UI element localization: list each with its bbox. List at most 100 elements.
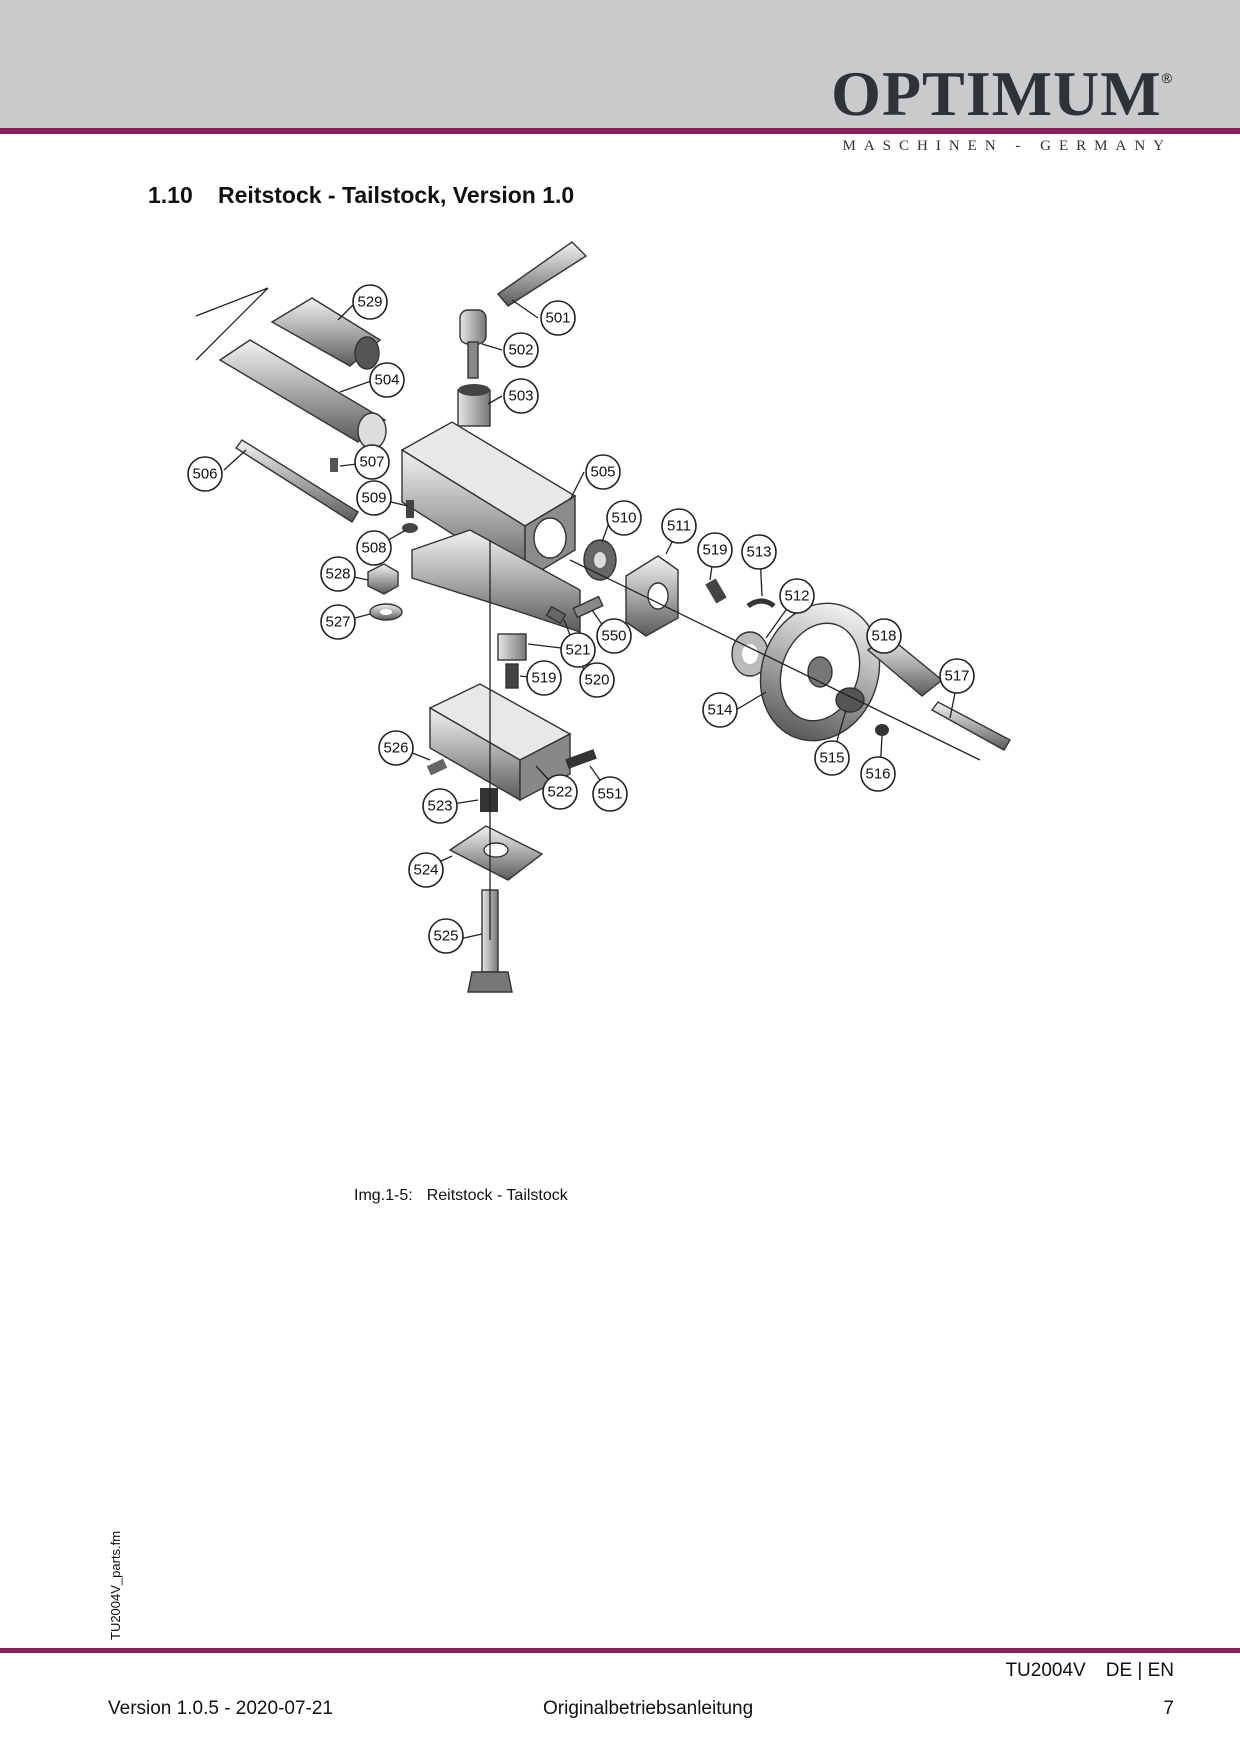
svg-text:510: 510 [611,510,636,527]
part-screw-509 [406,500,414,518]
svg-text:515: 515 [819,750,844,767]
callout-508: 508 [356,530,392,566]
section-title: Reitstock - Tailstock, Version 1.0 [218,182,575,208]
callout-525: 525 [428,918,464,954]
part-block-521 [497,633,527,661]
part-lever-501 [496,241,588,307]
callout-505: 505 [585,454,621,490]
svg-text:503: 503 [508,388,533,405]
callout-519: 519 [697,532,733,568]
part-pin-526 [426,758,448,776]
svg-text:511: 511 [667,518,691,535]
svg-text:518: 518 [871,628,896,645]
part-bolt-502 [459,309,487,379]
part-screw-519b [505,663,519,689]
part-flange-511 [625,555,679,637]
model-name: TU2004V [1005,1660,1086,1681]
svg-text:516: 516 [865,766,890,783]
callout-507: 507 [354,444,390,480]
brand-name: OPTIMUM [831,58,1162,129]
svg-text:527: 527 [325,614,350,631]
exploded-parts-drawing: 529 501 502 504 503 506 507 505 509 510 … [187,241,1011,993]
callout-522: 522 [542,774,578,810]
figure-caption: Img.1-5:Reitstock - Tailstock [354,1187,568,1205]
svg-text:522: 522 [547,784,572,801]
callout-515: 515 [814,740,850,776]
part-clip-513 [746,598,776,609]
side-filename: TU2004V_parts.fm [108,1530,123,1640]
part-clamp-524 [448,825,544,881]
figure-caption-text: Reitstock - Tailstock [426,1187,568,1204]
footer-rule [0,1648,1240,1653]
callout-512: 512 [779,578,815,614]
callout-521: 521 [560,632,596,668]
svg-text:521: 521 [565,642,590,659]
part-centre-529 [270,297,382,370]
callout-527: 527 [320,604,356,640]
svg-text:502: 502 [508,342,533,359]
brand-tagline: MASCHINEN - GERMANY [842,138,1172,154]
callout-502: 502 [503,332,539,368]
part-nut-516 [875,724,889,736]
callout-501: 501 [540,300,576,336]
part-quill-504 [218,339,387,450]
svg-text:506: 506 [192,466,217,483]
svg-text:529: 529 [357,294,382,311]
callout-551: 551 [592,776,628,812]
svg-text:520: 520 [584,672,609,689]
part-body-505 [400,421,581,633]
language-codes: DE | EN [1105,1660,1174,1681]
footer-version: Version 1.0.5 - 2020-07-21 [108,1698,333,1719]
svg-text:501: 501 [545,310,570,327]
footer-manual-title: Originalbetriebsanleitung [543,1698,754,1719]
svg-text:550: 550 [601,628,626,645]
callout-526: 526 [378,730,414,766]
callout-510: 510 [606,500,642,536]
svg-text:505: 505 [590,464,615,481]
callout-524: 524 [408,852,444,888]
section-number: 1.10 [148,182,193,208]
part-screw-519a [705,578,727,604]
callout-517: 517 [939,658,975,694]
svg-text:508: 508 [361,540,386,557]
callout-514: 514 [702,692,738,728]
svg-text:525: 525 [433,928,458,945]
section-heading: 1.10 Reitstock - Tailstock, Version 1.0 [148,182,574,209]
svg-text:512: 512 [784,588,809,605]
part-bearing-510 [583,539,617,581]
part-pin-520 [545,605,567,625]
callout-506: 506 [187,456,223,492]
callout-550: 550 [596,618,632,654]
callout-504: 504 [369,362,405,398]
callout-511: 511 [661,508,697,544]
part-sleeve-503 [457,384,491,427]
part-washer-527 [369,603,403,621]
part-nut-528 [367,563,399,595]
brand-logo: OPTIMUM® [831,62,1172,126]
footer-model: TU2004V DE | EN [1005,1660,1174,1682]
callout-519-lower: 519 [526,660,562,696]
callout-528: 528 [320,556,356,592]
svg-text:507: 507 [359,454,384,471]
part-base-522 [428,683,572,802]
part-nut-515 [835,687,865,713]
registered-mark: ® [1161,70,1172,86]
svg-text:523: 523 [427,798,452,815]
part-spindle-506 [234,439,359,523]
header-rule [0,128,1240,134]
callout-518: 518 [866,618,902,654]
page-number: 7 [1163,1698,1174,1719]
part-bolt-517 [930,701,1011,751]
svg-text:517: 517 [944,668,969,685]
part-key-507 [330,458,338,472]
part-handwheel-514 [759,602,881,742]
svg-text:524: 524 [413,862,438,879]
svg-text:526: 526 [383,740,408,757]
callout-523: 523 [422,788,458,824]
callout-529: 529 [352,284,388,320]
part-spring-523 [480,788,498,812]
svg-text:519: 519 [531,670,556,687]
callout-509: 509 [356,480,392,516]
callout-520: 520 [579,662,615,698]
svg-text:528: 528 [325,566,350,583]
